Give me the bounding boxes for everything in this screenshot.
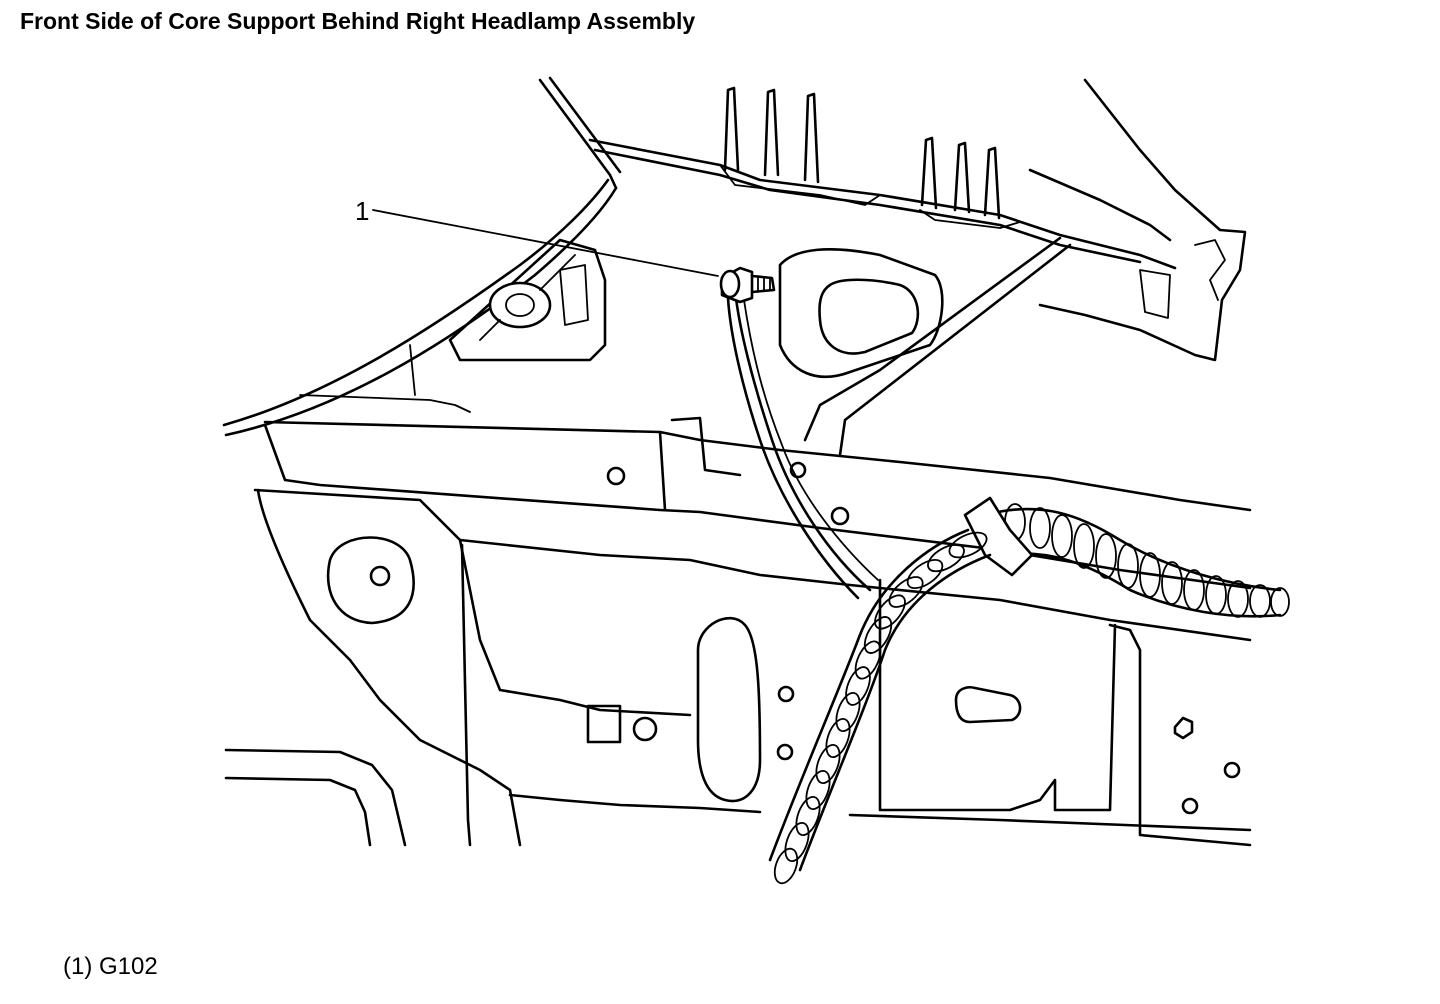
lower-bottom-right [848, 813, 1252, 832]
ground-wire-3 [743, 299, 879, 581]
ground-wire-2 [734, 296, 872, 592]
callout-leader [372, 209, 719, 277]
upper-beam-face [263, 423, 1252, 590]
hex-hole [1173, 716, 1194, 740]
lower-left-frame-2 [224, 776, 372, 847]
center-tab [696, 616, 762, 803]
wire-harness-vertical [768, 528, 992, 885]
fin-6 [983, 146, 1001, 220]
right-bracket-tab [1139, 269, 1171, 319]
small-hole-4 [1181, 797, 1199, 815]
square-hole [586, 704, 622, 744]
legend-key: (1) [63, 953, 93, 980]
right-bracket-inner [1028, 168, 1172, 242]
bracket-clip [488, 281, 552, 329]
fin-4 [920, 136, 938, 210]
upper-beam-lip [299, 344, 471, 413]
left-bracket-slot [559, 264, 589, 326]
oval-opening [818, 278, 920, 355]
ground-wire-1 [726, 296, 860, 600]
fin-5 [953, 141, 971, 214]
upper-rail-flange [719, 164, 881, 206]
diagram-title: Front Side of Core Support Behind Right … [20, 8, 696, 34]
small-hole-3 [1223, 761, 1241, 779]
right-panel-inner [1108, 623, 1252, 847]
diagonal-support-2 [838, 243, 1072, 457]
upper-beam-step [658, 416, 742, 512]
lower-left-frame [224, 748, 407, 847]
round-hole-1 [632, 716, 658, 742]
callout-number: 1 [355, 196, 369, 226]
diagonal-support [803, 236, 1062, 442]
upper-strut-left-2 [548, 76, 622, 174]
beam-hole-2 [830, 506, 850, 526]
oval-bracket [778, 247, 944, 378]
right-panel [878, 578, 1117, 812]
right-bracket [1038, 78, 1247, 362]
bracket-clip-arm [479, 254, 576, 341]
beam-hole-1 [606, 466, 626, 486]
fin-3 [803, 92, 820, 184]
fin-1 [723, 86, 740, 172]
fender-edge-inner [224, 186, 618, 437]
fin-2 [763, 88, 780, 177]
legend-entry-1: (1) G102 [63, 953, 158, 981]
upper-beam-top [263, 420, 1252, 512]
legend-label: G102 [99, 953, 158, 980]
lower-bottom-edge [508, 793, 762, 814]
bracket-clip-inner [505, 293, 535, 317]
wire-harness-horizontal [983, 503, 1290, 618]
lower-structure-mid [458, 538, 692, 717]
beam-hole-3 [789, 461, 807, 479]
ground-stud-g102 [719, 266, 776, 304]
small-hole-1 [777, 685, 795, 703]
left-bracket [448, 238, 607, 362]
upper-strut-left [538, 78, 618, 190]
round-boss-hole [369, 565, 391, 587]
lower-structure-top [253, 488, 1252, 642]
slot-hole [954, 686, 1022, 724]
small-hole-2 [776, 743, 794, 761]
upper-rail-flange-2 [919, 209, 1021, 229]
upper-rail [588, 138, 1177, 270]
lower-structure-vertical [460, 543, 472, 847]
harness-clip [963, 496, 1034, 577]
lower-structure-left [256, 488, 522, 847]
upper-rail-2 [593, 148, 1142, 264]
right-bracket-notch [1194, 239, 1226, 301]
round-boss-outer [326, 536, 415, 625]
